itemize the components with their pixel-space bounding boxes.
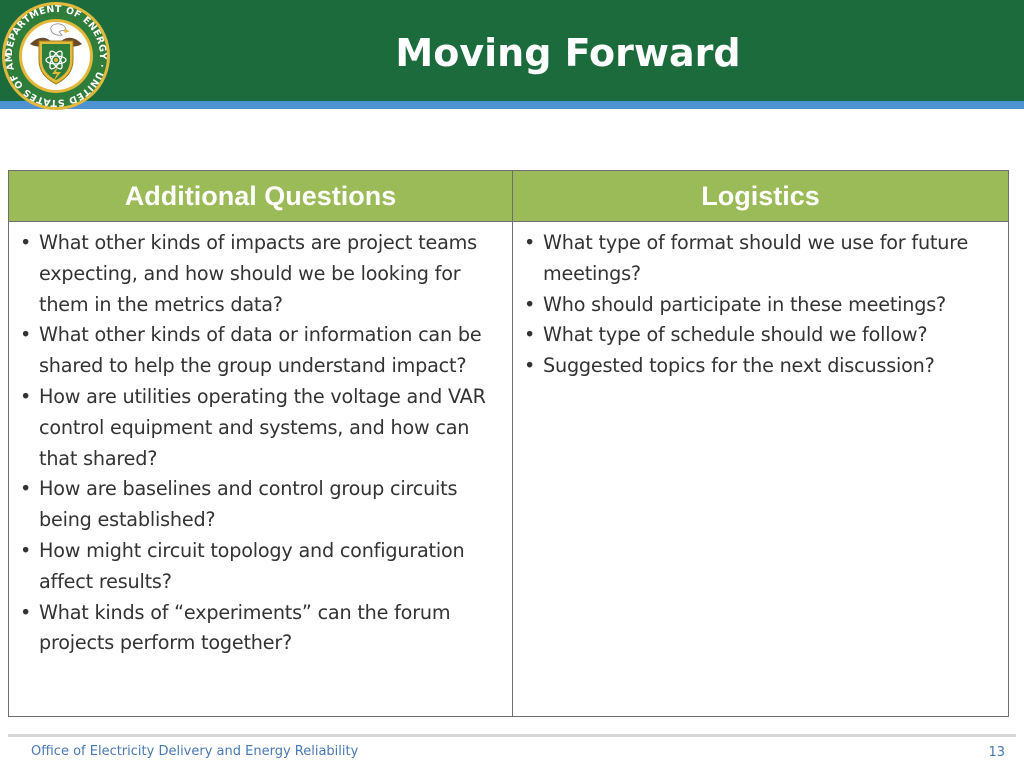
list-item: What kinds of “experiments” can the foru… (19, 598, 504, 660)
logistics-list: What type of format should we use for fu… (523, 228, 1000, 382)
list-item: How are utilities operating the voltage … (19, 382, 504, 474)
list-item: Suggested topics for the next discussion… (523, 351, 1000, 382)
list-item: What type of schedule should we follow? (523, 320, 1000, 351)
slide-title: Moving Forward (395, 31, 741, 75)
logistics-cell: What type of format should we use for fu… (512, 221, 1009, 717)
questions-table: Additional Questions Logistics What othe… (8, 170, 1009, 717)
footer-divider (8, 734, 1016, 737)
header-stripe (0, 101, 1024, 109)
page-number: 13 (988, 745, 1005, 760)
list-item: What type of format should we use for fu… (523, 228, 1000, 290)
footer-organization: Office of Electricity Delivery and Energ… (31, 744, 359, 759)
list-item: What other kinds of data or information … (19, 320, 504, 382)
list-item: How might circuit topology and configura… (19, 536, 504, 598)
additional-questions-cell: What other kinds of impacts are project … (8, 221, 513, 717)
header-logistics: Logistics (512, 170, 1009, 222)
list-item: Who should participate in these meetings… (523, 290, 1000, 321)
list-item: What other kinds of impacts are project … (19, 228, 504, 320)
doe-seal-icon: DEPARTMENT OF ENERGY · UNITED STATES OF … (0, 0, 110, 110)
additional-questions-list: What other kinds of impacts are project … (19, 228, 504, 659)
header-additional-questions: Additional Questions (8, 170, 513, 222)
list-item: How are baselines and control group circ… (19, 474, 504, 536)
header-bar (0, 0, 1024, 101)
